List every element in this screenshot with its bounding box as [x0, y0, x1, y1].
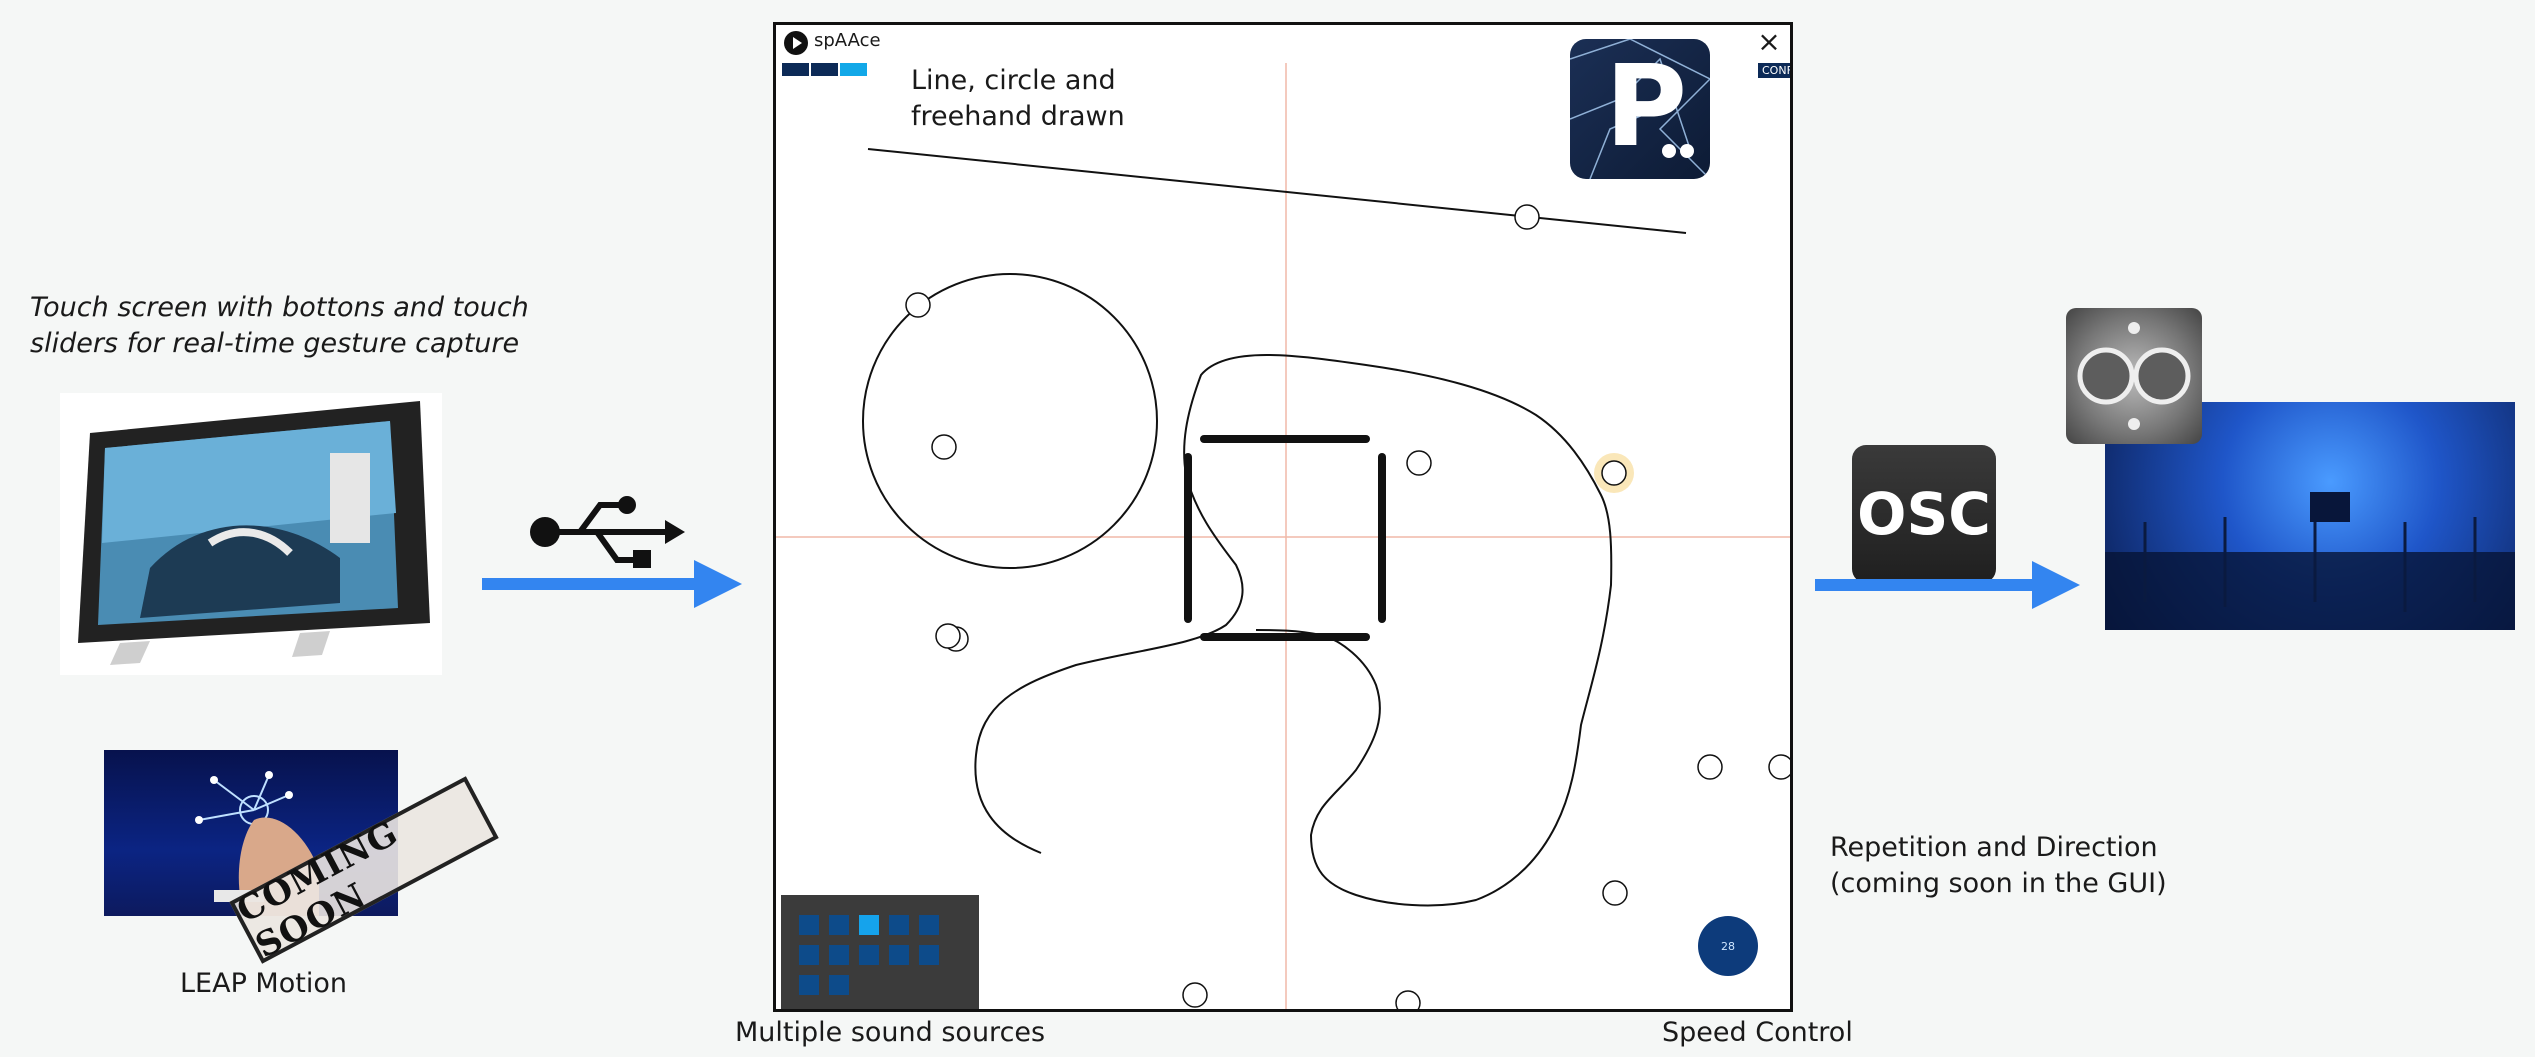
source-pad-6[interactable] [799, 945, 819, 965]
osc-logo: OSC [1852, 445, 1996, 583]
touchscreen-tablet-image [60, 393, 442, 675]
sound-source-pad[interactable] [781, 895, 979, 1009]
source-pad-5[interactable] [919, 915, 939, 935]
sound-source[interactable] [931, 434, 957, 460]
spaace-app-window[interactable]: spAAce × CONFIG P Line, circle and freeh… [773, 22, 1793, 1012]
source-pad-4[interactable] [889, 915, 909, 935]
source-pad-2[interactable] [829, 915, 849, 935]
tab-3[interactable] [840, 63, 867, 76]
play-logo-icon[interactable] [784, 31, 808, 55]
touchscreen-caption: Touch screen with bottons and touch slid… [30, 292, 529, 359]
source-pad-3[interactable] [859, 915, 879, 935]
sound-source[interactable] [1768, 754, 1790, 780]
drawn-circle-path[interactable] [862, 273, 1158, 569]
selected-sound-source[interactable] [1601, 460, 1627, 486]
drawing-canvas[interactable] [776, 25, 1790, 1009]
drawn-square-path[interactable] [1184, 435, 1386, 641]
source-pad-11[interactable] [799, 975, 819, 995]
sound-source-grid [799, 915, 939, 995]
freehand-path[interactable] [974, 354, 1613, 907]
leap-motion-caption: LEAP Motion [180, 968, 347, 999]
config-button[interactable]: CONFIG [1758, 63, 1790, 78]
speed-control-dial[interactable]: 28 [1698, 916, 1758, 976]
drawn-line-path[interactable] [867, 148, 1687, 234]
source-pad-9[interactable] [889, 945, 909, 965]
sound-source[interactable] [1697, 754, 1723, 780]
source-pad-1[interactable] [799, 915, 819, 935]
app-title: spAAce [814, 30, 881, 51]
sound-source[interactable] [1514, 204, 1540, 230]
tab-2[interactable] [811, 63, 838, 76]
sound-source[interactable] [935, 623, 961, 649]
sound-source[interactable] [905, 292, 931, 318]
app-logo: P [1570, 39, 1710, 179]
repetition-caption: Repetition and Direction (coming soon in… [1830, 832, 2167, 899]
input-arrow [482, 560, 742, 614]
speed-control-caption: Speed Control [1662, 1017, 1853, 1048]
source-pad-8[interactable] [859, 945, 879, 965]
sound-source[interactable] [1602, 880, 1628, 906]
sound-source[interactable] [1395, 990, 1421, 1009]
tab-strip [782, 63, 867, 76]
source-pad-7[interactable] [829, 945, 849, 965]
shape-label: Line, circle and freehand drawn [911, 65, 1125, 132]
sound-source[interactable] [1406, 450, 1432, 476]
speed-value: 28 [1721, 939, 1735, 953]
source-pad-12[interactable] [829, 975, 849, 995]
tab-1[interactable] [782, 63, 809, 76]
usb-icon [525, 490, 685, 574]
close-button[interactable]: × [1757, 25, 1781, 58]
output-arrow [1815, 561, 2080, 615]
engine-image [2066, 308, 2202, 444]
source-pad-10[interactable] [919, 945, 939, 965]
multiple-sources-caption: Multiple sound sources [735, 1017, 1046, 1048]
sound-source[interactable] [1182, 982, 1208, 1008]
